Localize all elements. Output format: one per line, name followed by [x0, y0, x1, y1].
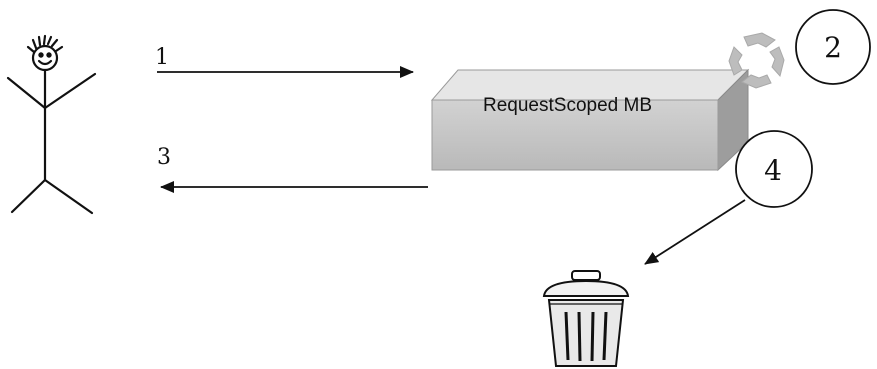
cycle-arrows-icon: [728, 32, 785, 89]
step-1-label: 1: [155, 45, 169, 70]
bean-label: RequestScoped MB: [483, 95, 652, 116]
stick-figure-user-icon: [6, 34, 97, 215]
step-4-circle: 4: [735, 130, 813, 208]
trash-can-icon: [542, 270, 630, 367]
step-3-label: 3: [157, 145, 171, 170]
destroy-arrow: [644, 199, 746, 265]
step-2-circle: 2: [795, 9, 871, 85]
step-2-label: 2: [824, 31, 842, 64]
request-scoped-bean-box: RequestScoped MB: [430, 68, 750, 172]
box-front-face: [431, 99, 719, 171]
step-4-label: 4: [764, 154, 782, 187]
